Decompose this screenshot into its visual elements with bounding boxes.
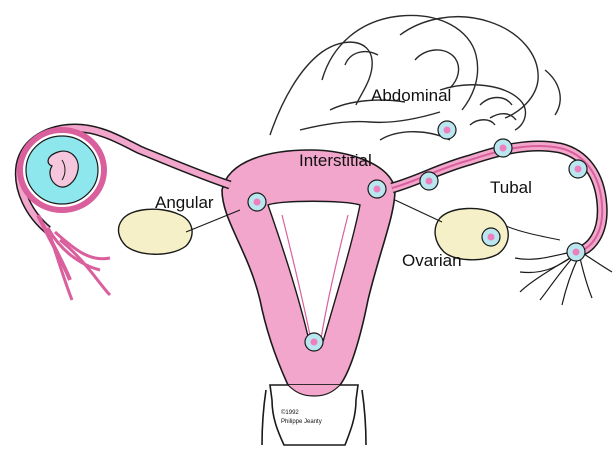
site-interstitial	[368, 180, 386, 198]
label-interstitial: Interstitial	[299, 151, 372, 170]
site-fimbrial	[567, 243, 585, 261]
label-angular: Angular	[155, 193, 214, 212]
intestine-sketch	[270, 15, 560, 140]
gestational-sac	[20, 130, 104, 210]
site-tubal-3	[569, 160, 587, 178]
credit-author: Philippe Jeanty	[281, 419, 322, 425]
site-angular	[248, 193, 266, 211]
site-tubal-1	[420, 172, 438, 190]
left-ovary	[119, 209, 240, 254]
site-ovarian	[482, 228, 500, 246]
cervix-vagina	[262, 385, 366, 445]
label-tubal: Tubal	[490, 178, 532, 197]
site-abdominal	[438, 121, 456, 139]
site-cervical	[305, 333, 323, 351]
label-abdominal: Abdominal	[371, 86, 451, 105]
site-tubal-2	[494, 139, 512, 157]
label-ovarian: Ovarian	[402, 251, 462, 270]
right-fimbriae	[515, 250, 612, 305]
credit-year: ©1992	[281, 409, 299, 416]
